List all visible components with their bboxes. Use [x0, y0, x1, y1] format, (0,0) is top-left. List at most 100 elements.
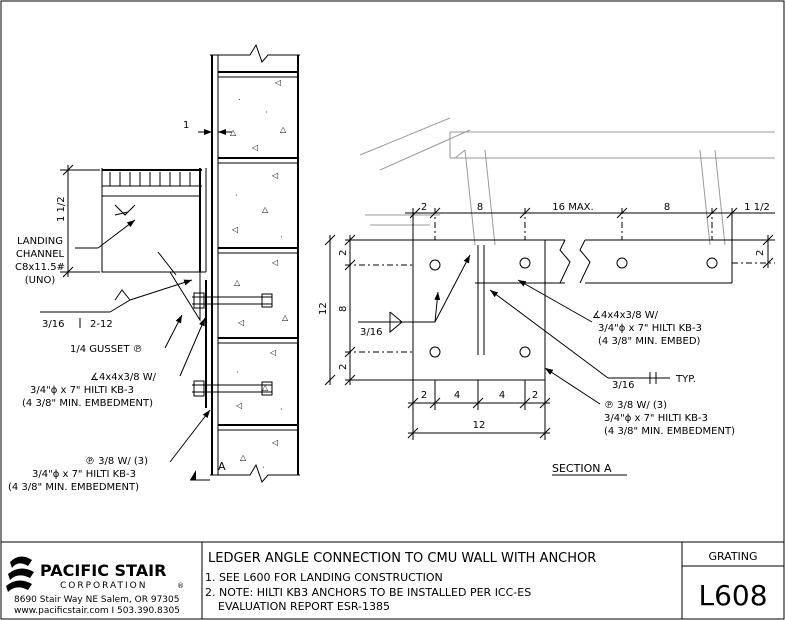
- right-dimension: 2: [755, 234, 774, 269]
- faded-landing: [359, 117, 775, 246]
- section-cut-label: A: [218, 460, 226, 473]
- ledger-angle: [205, 280, 213, 408]
- sheet-number: L608: [698, 579, 767, 612]
- bottom-dimensions: 2 4 4 2 12: [407, 390, 551, 439]
- weld-pitch: 2-12: [90, 319, 113, 330]
- gusset-plate: [169, 271, 201, 322]
- sec-plate-2: 3/4"ϕ x 7" HILTI KB-3: [604, 413, 708, 424]
- note-2: 2. NOTE: HILTI KB3 ANCHORS TO BE INSTALL…: [205, 586, 531, 599]
- sec-plate-3: (4 3/8" MIN. EMBEDMENT): [604, 426, 735, 437]
- company-name: PACIFIC STAIR: [40, 561, 166, 580]
- top-dim-3: 16 MAX.: [552, 202, 593, 213]
- weld-left-size: 3/16: [360, 327, 382, 338]
- label-plate-2: 3/4"ϕ x 7" HILTI KB-3: [32, 469, 136, 480]
- weld-symbol-detail: 3/16 2-12: [40, 279, 193, 330]
- label-angle-1: ∡4x4x3/8 W/: [90, 372, 157, 383]
- bottom-dim-total: 12: [473, 420, 486, 431]
- svg-text:◁: ◁: [237, 318, 244, 327]
- svg-text:◁: ◁: [271, 438, 278, 447]
- bottom-dim-2: 4: [454, 390, 460, 401]
- left-dim-bot: 2: [338, 364, 349, 370]
- section-a: 2 8 16 MAX. 8 1 1/2 12 2 8 2: [318, 117, 775, 476]
- svg-text:◁: ◁: [235, 401, 242, 410]
- dim-gap: 1: [183, 120, 189, 131]
- sec-plate-1: ℗ 3/8 W/ (3): [604, 400, 667, 411]
- right-dim: 2: [755, 250, 766, 256]
- svg-text:◁: ◁: [271, 171, 278, 180]
- label-uno: (UNO): [25, 275, 56, 286]
- registered-mark: ®: [177, 582, 184, 590]
- left-dim-mid: 8: [338, 306, 349, 312]
- svg-text:△: △: [234, 278, 241, 287]
- base-plate: [412, 239, 546, 381]
- sec-angle-1: ∡4x4x3/8 W/: [592, 310, 659, 321]
- svg-text:△: △: [230, 128, 237, 137]
- svg-text:△: △: [282, 313, 289, 322]
- top-dim-2: 8: [477, 202, 483, 213]
- channel-depth-dimension: 1 1/2: [56, 164, 100, 278]
- sec-angle-2: 3/4"ϕ x 7" HILTI KB-3: [598, 323, 702, 334]
- detail-elevation: ◁.·△◁△ ◁·△◁· ◁△·◁△ ◁·△◁· ◁△· 1: [8, 43, 300, 493]
- top-dim-5: 1 1/2: [744, 202, 770, 213]
- dim-channel-depth: 1 1/2: [56, 196, 67, 222]
- label-angle-2: 3/4"ϕ x 7" HILTI KB-3: [30, 385, 134, 396]
- title-block: PACIFIC STAIR CORPORATION ® 8690 Stair W…: [6, 542, 784, 619]
- cmu-wall: ◁.·△◁△ ◁·△◁· ◁△·◁△ ◁·△◁· ◁△·: [210, 43, 300, 483]
- weld-size: 3/16: [42, 319, 64, 330]
- svg-text:·: ·: [280, 233, 283, 242]
- bottom-dim-1: 2: [421, 390, 427, 401]
- centerlines: [345, 208, 775, 440]
- category-label: GRATING: [708, 550, 757, 563]
- svg-text:·: ·: [235, 191, 238, 200]
- svg-text:◁: ◁: [271, 258, 278, 267]
- svg-text:·: ·: [262, 463, 265, 472]
- svg-text:·: ·: [265, 108, 268, 117]
- company-subname: CORPORATION: [60, 581, 147, 591]
- svg-text:·: ·: [236, 368, 239, 377]
- svg-text:·: ·: [280, 405, 283, 414]
- top-dim-1: 2: [421, 202, 427, 213]
- label-angle-3: (4 3/8" MIN. EMBEDMENT): [22, 398, 153, 409]
- label-channel: CHANNEL: [16, 249, 65, 260]
- svg-text:◁: ◁: [274, 78, 281, 87]
- bottom-dim-3: 4: [499, 390, 505, 401]
- weld-typ-size: 3/16: [612, 380, 634, 391]
- top-dim-4: 8: [664, 202, 670, 213]
- drawing-title: LEDGER ANGLE CONNECTION TO CMU WALL WITH…: [208, 551, 596, 566]
- weld-symbol-left: 3/16: [358, 254, 471, 338]
- svg-text:△: △: [240, 453, 247, 462]
- anchor-upper: [192, 292, 273, 309]
- svg-text:.: .: [238, 93, 241, 102]
- label-channel-size: C8x11.5#: [15, 262, 65, 273]
- anchor-lower: [192, 380, 273, 397]
- company-address: 8690 Stair Way NE Salem, OR 97305: [14, 595, 179, 605]
- svg-text:◁: ◁: [251, 143, 258, 152]
- svg-text:△: △: [262, 383, 269, 392]
- bottom-dim-4: 2: [532, 390, 538, 401]
- gap-dimension: 1: [183, 118, 232, 135]
- company-contact: www.pacificstair.com I 503.390.8305: [14, 606, 180, 616]
- grating: [101, 168, 202, 270]
- landing-channel: [101, 168, 207, 273]
- weld-typ: TYP.: [675, 374, 696, 385]
- label-plate-1: ℗ 3/8 W/ (3): [85, 456, 148, 467]
- svg-text:△: △: [280, 125, 287, 134]
- section-title: SECTION A: [552, 462, 612, 475]
- weld-symbol-typ: 3/16 TYP.: [489, 289, 696, 391]
- note-1: 1. SEE L600 FOR LANDING CONSTRUCTION: [205, 571, 443, 584]
- note-3: EVALUATION REPORT ESR-1385: [218, 600, 390, 613]
- left-dimensions: 12 2 8 2: [318, 234, 356, 386]
- channel-strip: [475, 239, 733, 284]
- label-plate-3: (4 3/8" MIN. EMBEDMENT): [8, 482, 139, 493]
- svg-text:◁: ◁: [231, 225, 238, 234]
- sec-angle-3: (4 3/8" MIN. EMBED): [598, 336, 701, 347]
- label-landing: LANDING: [17, 236, 63, 247]
- label-gusset: 1/4 GUSSET ℗: [70, 344, 143, 355]
- left-dim-total: 12: [318, 302, 329, 315]
- anchor-holes: [429, 257, 718, 358]
- svg-text:△: △: [262, 205, 269, 214]
- section-cut-marker: A: [190, 460, 226, 481]
- svg-text:◁: ◁: [269, 348, 276, 357]
